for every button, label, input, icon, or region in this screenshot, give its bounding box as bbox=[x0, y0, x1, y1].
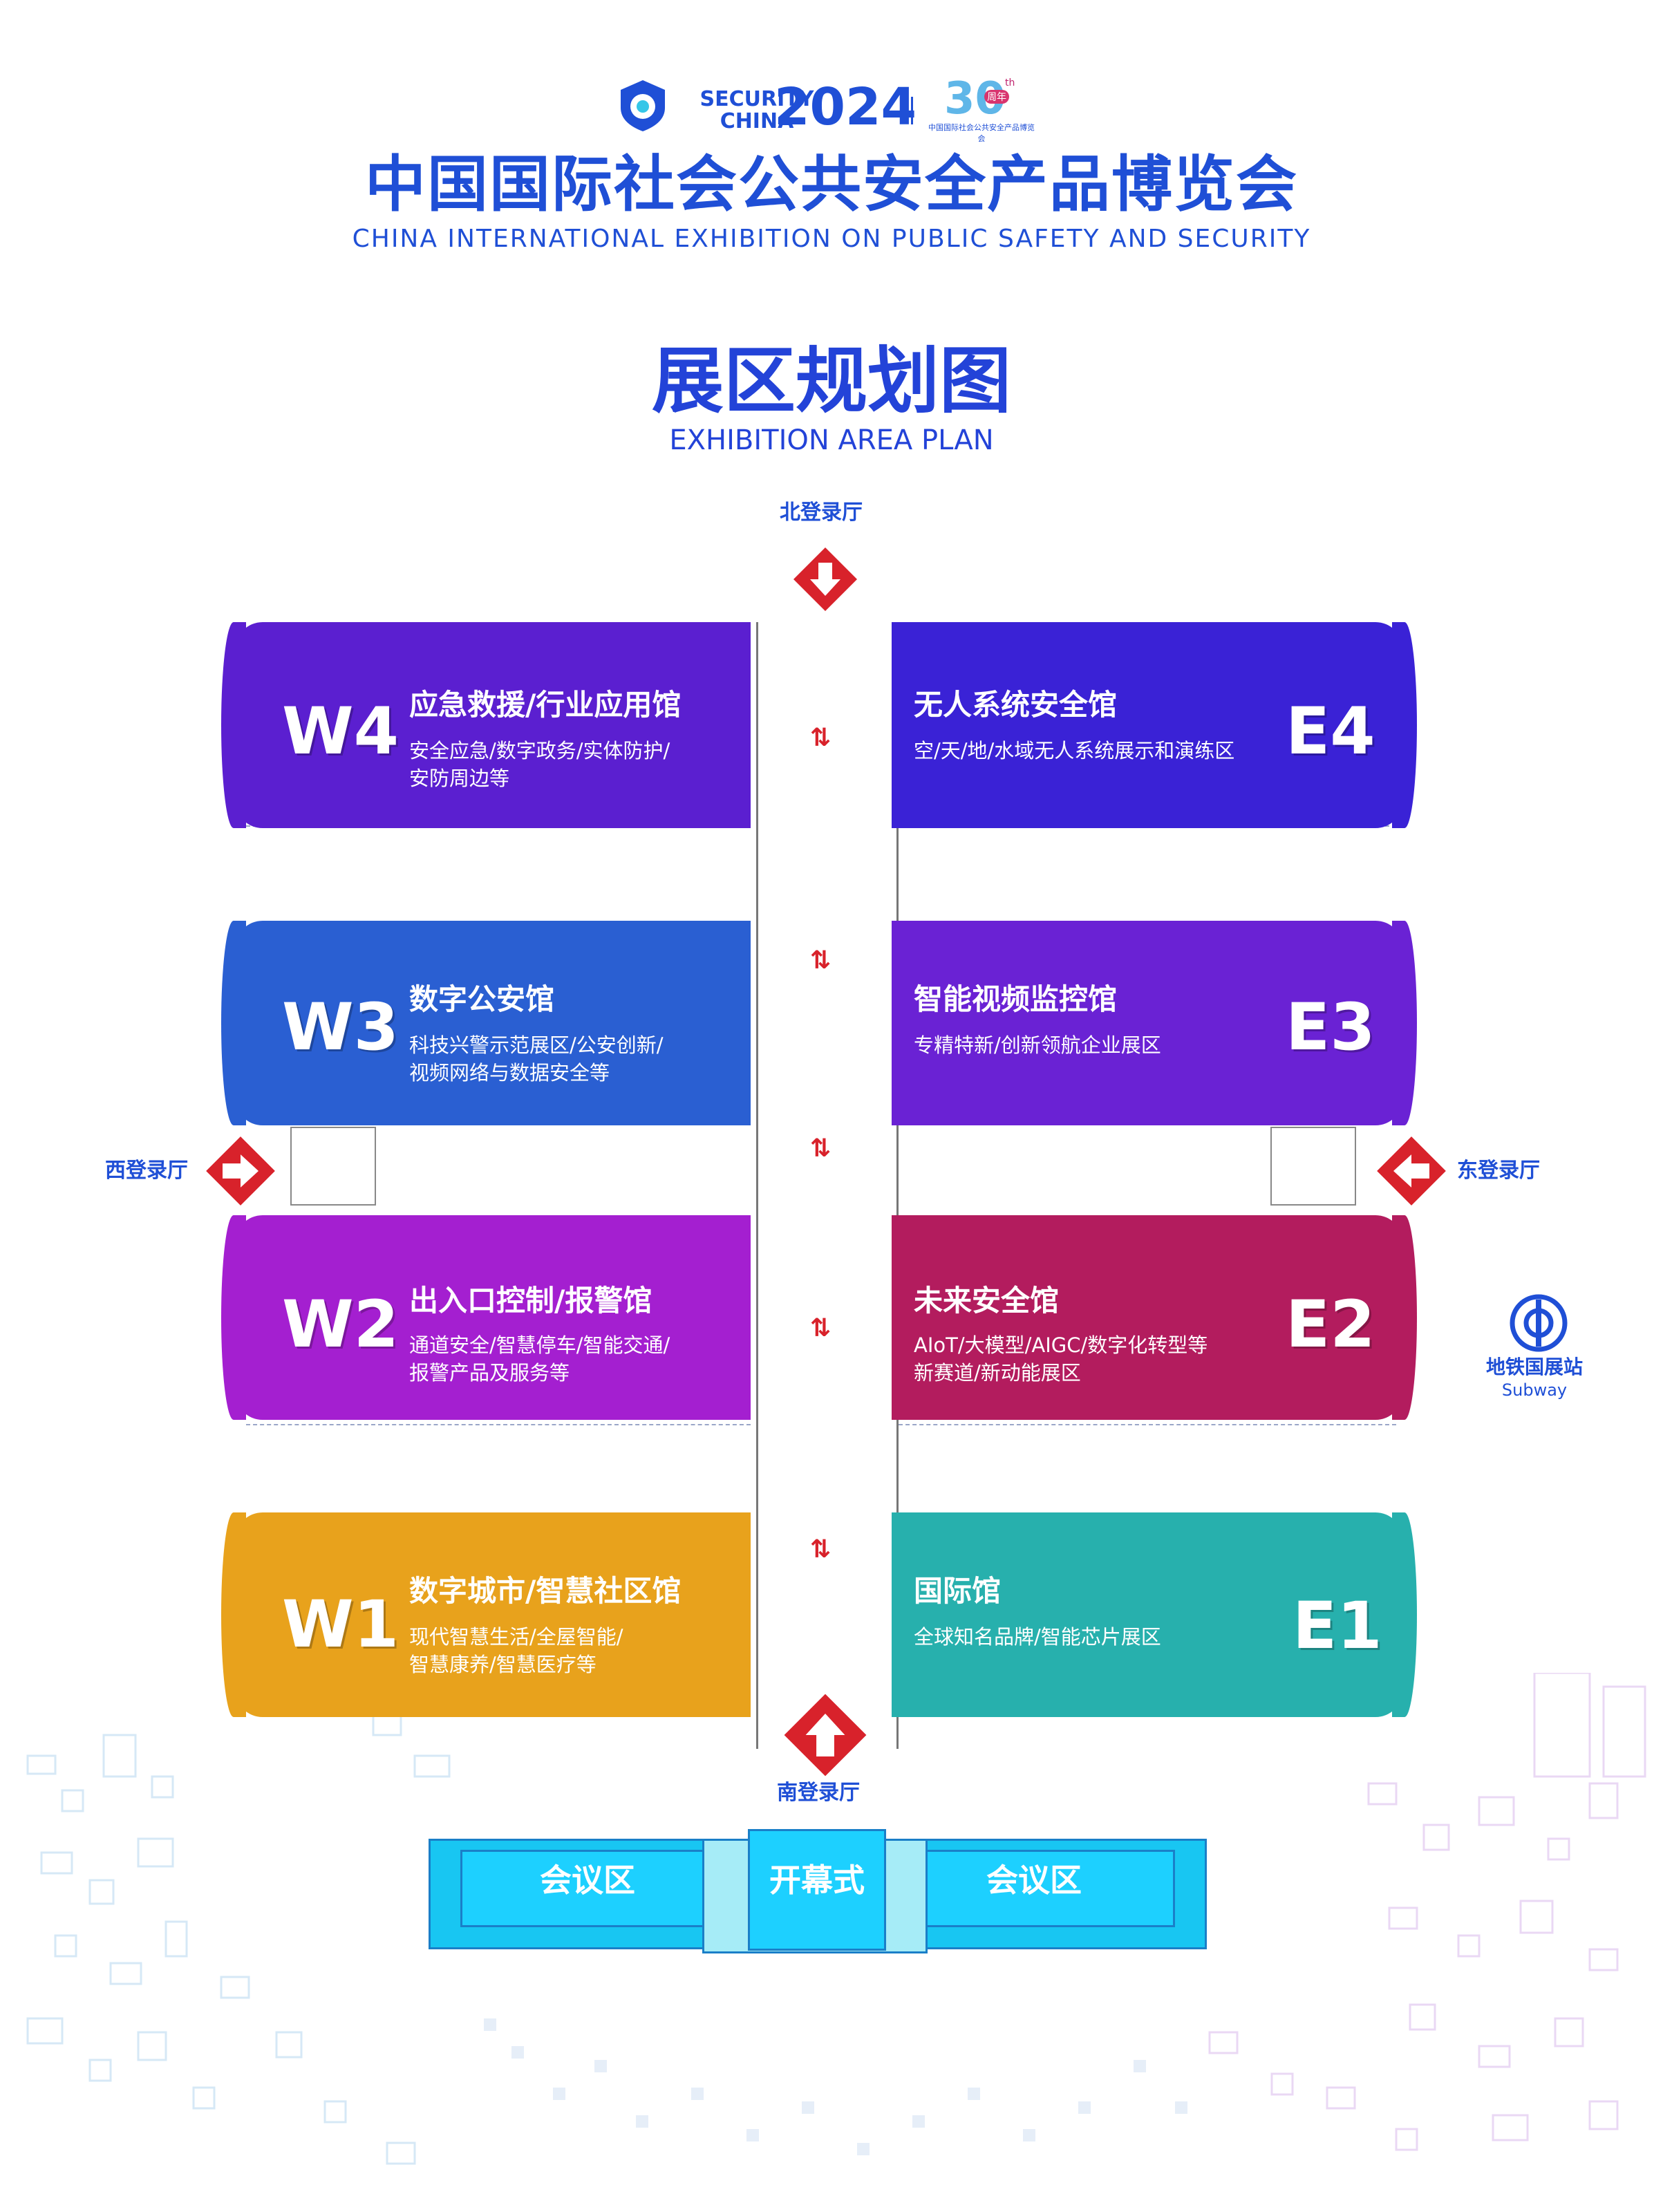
hall-code: E1 bbox=[1293, 1588, 1382, 1664]
conference-left-label: 会议区 bbox=[540, 1862, 635, 1899]
south-entrance-icon[interactable] bbox=[782, 1692, 868, 1778]
page-title-en: CHINA INTERNATIONAL EXHIBITION ON PUBLIC… bbox=[352, 225, 1311, 253]
hall-w1[interactable]: W1 数字城市/智慧社区馆 现代智慧生活/全屋智能/ 智慧康养/智慧医疗等 bbox=[221, 1512, 751, 1717]
opening-ceremony-hall[interactable] bbox=[748, 1829, 886, 1951]
plan-title-en: EXHIBITION AREA PLAN bbox=[669, 424, 994, 456]
brand-year: 2024 bbox=[774, 77, 917, 137]
hall-code: W3 bbox=[282, 990, 400, 1065]
hall-cap bbox=[1392, 921, 1417, 1125]
hall-code: W1 bbox=[282, 1587, 400, 1662]
hall-code: E2 bbox=[1286, 1287, 1375, 1362]
conference-area-left[interactable] bbox=[460, 1850, 723, 1927]
brand-divider bbox=[911, 97, 913, 124]
hall-desc-line1: 现代智慧生活/全屋智能/ bbox=[409, 1625, 623, 1649]
hall-cap bbox=[1392, 1512, 1417, 1717]
east-connector bbox=[1270, 1127, 1356, 1206]
conference-right-label: 会议区 bbox=[986, 1862, 1082, 1899]
hall-name: 国际馆 bbox=[914, 1574, 1002, 1608]
hall-desc-line2: 新赛道/新动能展区 bbox=[914, 1361, 1081, 1385]
hall-name: 智能视频监控馆 bbox=[914, 982, 1118, 1016]
hall-w3[interactable]: W3 数字公安馆 科技兴警示范展区/公安创新/ 视频网络与数据安全等 bbox=[221, 921, 751, 1125]
hall-e4[interactable]: 无人系统安全馆 空/天/地/水域无人系统展示和演练区 E4 bbox=[892, 622, 1417, 828]
anniversary-suffix: th bbox=[1005, 77, 1015, 88]
hall-e3[interactable]: 智能视频监控馆 专精特新/创新领航企业展区 E3 bbox=[892, 921, 1417, 1125]
hall-name: 出入口控制/报警馆 bbox=[409, 1284, 652, 1318]
hall-w4[interactable]: W4 应急救援/行业应用馆 安全应急/数字政务/实体防护/ 安防周边等 bbox=[221, 622, 751, 828]
hall-code: W4 bbox=[282, 694, 400, 769]
background-city-pattern bbox=[26, 1673, 1646, 2165]
hall-desc-line1: 安全应急/数字政务/实体防护/ bbox=[409, 739, 670, 762]
hall-desc-line1: 通道安全/智慧停车/智能交通/ bbox=[409, 1333, 670, 1357]
hall-desc-line2: 报警产品及服务等 bbox=[409, 1361, 570, 1385]
opening-ceremony-label: 开幕式 bbox=[769, 1862, 865, 1899]
two-way-arrow-icon: ⇅ bbox=[810, 1134, 832, 1163]
hall-desc-line1: 科技兴警示范展区/公安创新/ bbox=[409, 1033, 664, 1057]
hall-name: 未来安全馆 bbox=[914, 1284, 1060, 1318]
hall-desc-line1: 全球知名品牌/智能芯片展区 bbox=[914, 1625, 1161, 1649]
gap-line bbox=[899, 1424, 1396, 1428]
anniversary-caption: 中国国际社会公共安全产品博览会 bbox=[928, 123, 1035, 143]
security-china-shield-icon bbox=[621, 80, 665, 131]
south-entrance-label: 南登录厅 bbox=[777, 1781, 860, 1805]
subway-label: Subway bbox=[1501, 1380, 1568, 1400]
hall-desc-line1: 空/天/地/水域无人系统展示和演练区 bbox=[914, 739, 1235, 762]
hall-cap bbox=[221, 921, 246, 1125]
hall-code: E4 bbox=[1286, 694, 1375, 769]
hall-code: W2 bbox=[282, 1287, 400, 1362]
hall-name: 数字公安馆 bbox=[409, 982, 555, 1016]
hall-e2[interactable]: 未来安全馆 AIoT/大模型/AIGC/数字化转型等 新赛道/新动能展区 E2 bbox=[892, 1215, 1417, 1420]
hall-desc-line2: 视频网络与数据安全等 bbox=[409, 1061, 610, 1085]
hall-name: 数字城市/智慧社区馆 bbox=[409, 1574, 682, 1608]
west-entrance-icon[interactable] bbox=[205, 1135, 276, 1207]
hall-e1[interactable]: 国际馆 全球知名品牌/智能芯片展区 E1 bbox=[892, 1512, 1417, 1717]
anniversary-logo: 30 th 周年 bbox=[941, 75, 1024, 124]
subway-station-name: 地铁国展站 bbox=[1485, 1356, 1583, 1378]
anniversary-badge: 周年 bbox=[984, 90, 1009, 104]
hall-cap bbox=[221, 1215, 246, 1420]
page-title: 中国国际社会公共安全产品博览会 bbox=[364, 149, 1298, 220]
hall-cap bbox=[1392, 1215, 1417, 1420]
two-way-arrow-icon: ⇅ bbox=[810, 946, 832, 975]
central-corridor bbox=[756, 622, 899, 1749]
hall-desc-line1: 专精特新/创新领航企业展区 bbox=[914, 1033, 1161, 1057]
hall-name: 应急救援/行业应用馆 bbox=[409, 688, 682, 722]
gap-line bbox=[246, 1424, 751, 1428]
two-way-arrow-icon: ⇅ bbox=[810, 1314, 832, 1342]
hall-desc-line2: 安防周边等 bbox=[409, 767, 510, 790]
hall-cap bbox=[221, 622, 246, 828]
hall-code: E3 bbox=[1286, 990, 1375, 1065]
hall-name: 无人系统安全馆 bbox=[914, 688, 1118, 722]
hall-desc-line1: AIoT/大模型/AIGC/数字化转型等 bbox=[914, 1333, 1208, 1357]
subway-icon bbox=[1510, 1294, 1568, 1352]
west-connector bbox=[290, 1127, 376, 1206]
north-entrance-label: 北登录厅 bbox=[780, 500, 863, 525]
hall-desc-line2: 智慧康养/智慧医疗等 bbox=[409, 1653, 596, 1676]
two-way-arrow-icon: ⇅ bbox=[810, 1535, 832, 1564]
hall-cap bbox=[221, 1512, 246, 1717]
west-entrance-label: 西登录厅 bbox=[105, 1159, 188, 1183]
two-way-arrow-icon: ⇅ bbox=[810, 724, 832, 752]
east-entrance-label: 东登录厅 bbox=[1457, 1159, 1540, 1183]
east-entrance-icon[interactable] bbox=[1375, 1135, 1447, 1207]
plan-title: 展区规划图 bbox=[651, 339, 1011, 423]
north-entrance-icon[interactable] bbox=[792, 546, 858, 612]
brand-name: SECURITY CHINA bbox=[699, 87, 814, 133]
hall-w2[interactable]: W2 出入口控制/报警馆 通道安全/智慧停车/智能交通/ 报警产品及服务等 bbox=[221, 1215, 751, 1420]
hall-cap bbox=[1392, 622, 1417, 828]
